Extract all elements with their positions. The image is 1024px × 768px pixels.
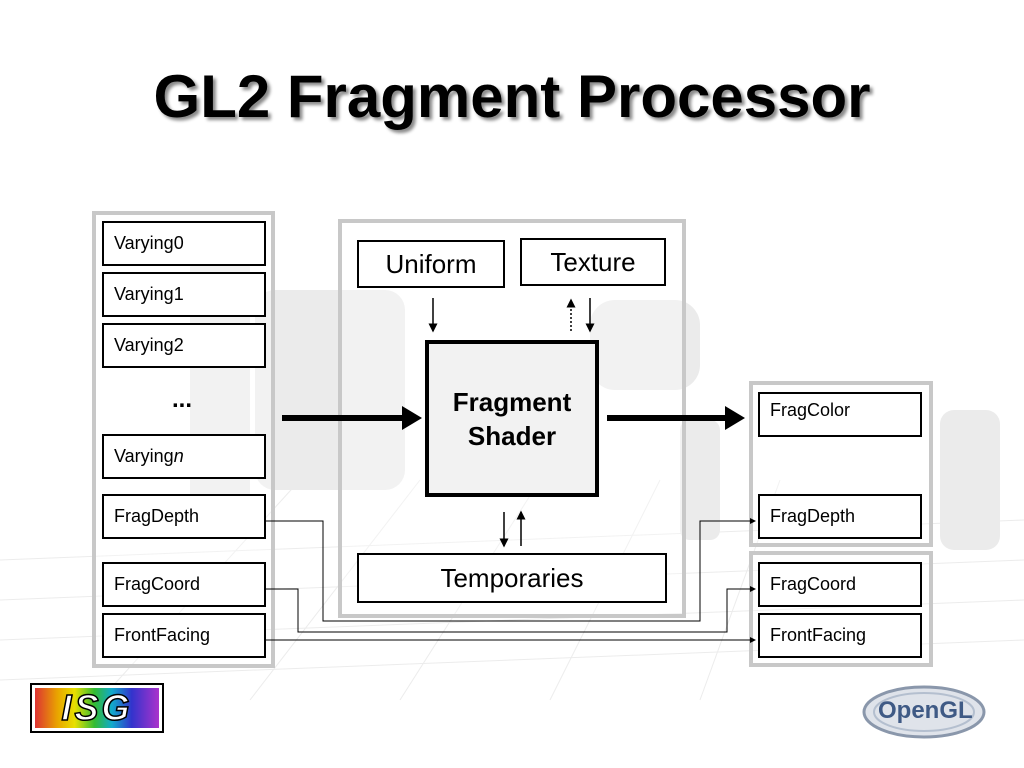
input-frag-coord: FragCoord xyxy=(102,562,266,607)
input-frag-depth: FragDepth xyxy=(102,494,266,539)
input-varying1: Varying1 xyxy=(102,272,266,317)
output-frag-color: FragColor xyxy=(758,392,922,437)
temporaries-box: Temporaries xyxy=(357,553,667,603)
slide-title: GL2 Fragment Processor xyxy=(153,63,871,130)
input-varying2: Varying2 xyxy=(102,323,266,368)
input-front-facing: FrontFacing xyxy=(102,613,266,658)
fragment-shader-box: Fragment Shader xyxy=(425,340,599,497)
input-varying0: Varying0 xyxy=(102,221,266,266)
isg-logo: ISG xyxy=(30,683,164,733)
texture-box: Texture xyxy=(520,238,666,286)
output-frag-depth: FragDepth xyxy=(758,494,922,539)
output-front-facing: FrontFacing xyxy=(758,613,922,658)
output-frag-coord: FragCoord xyxy=(758,562,922,607)
uniform-box: Uniform xyxy=(357,240,505,288)
varying-ellipsis: ... xyxy=(172,386,193,413)
opengl-logo: OpenGL xyxy=(862,684,998,740)
